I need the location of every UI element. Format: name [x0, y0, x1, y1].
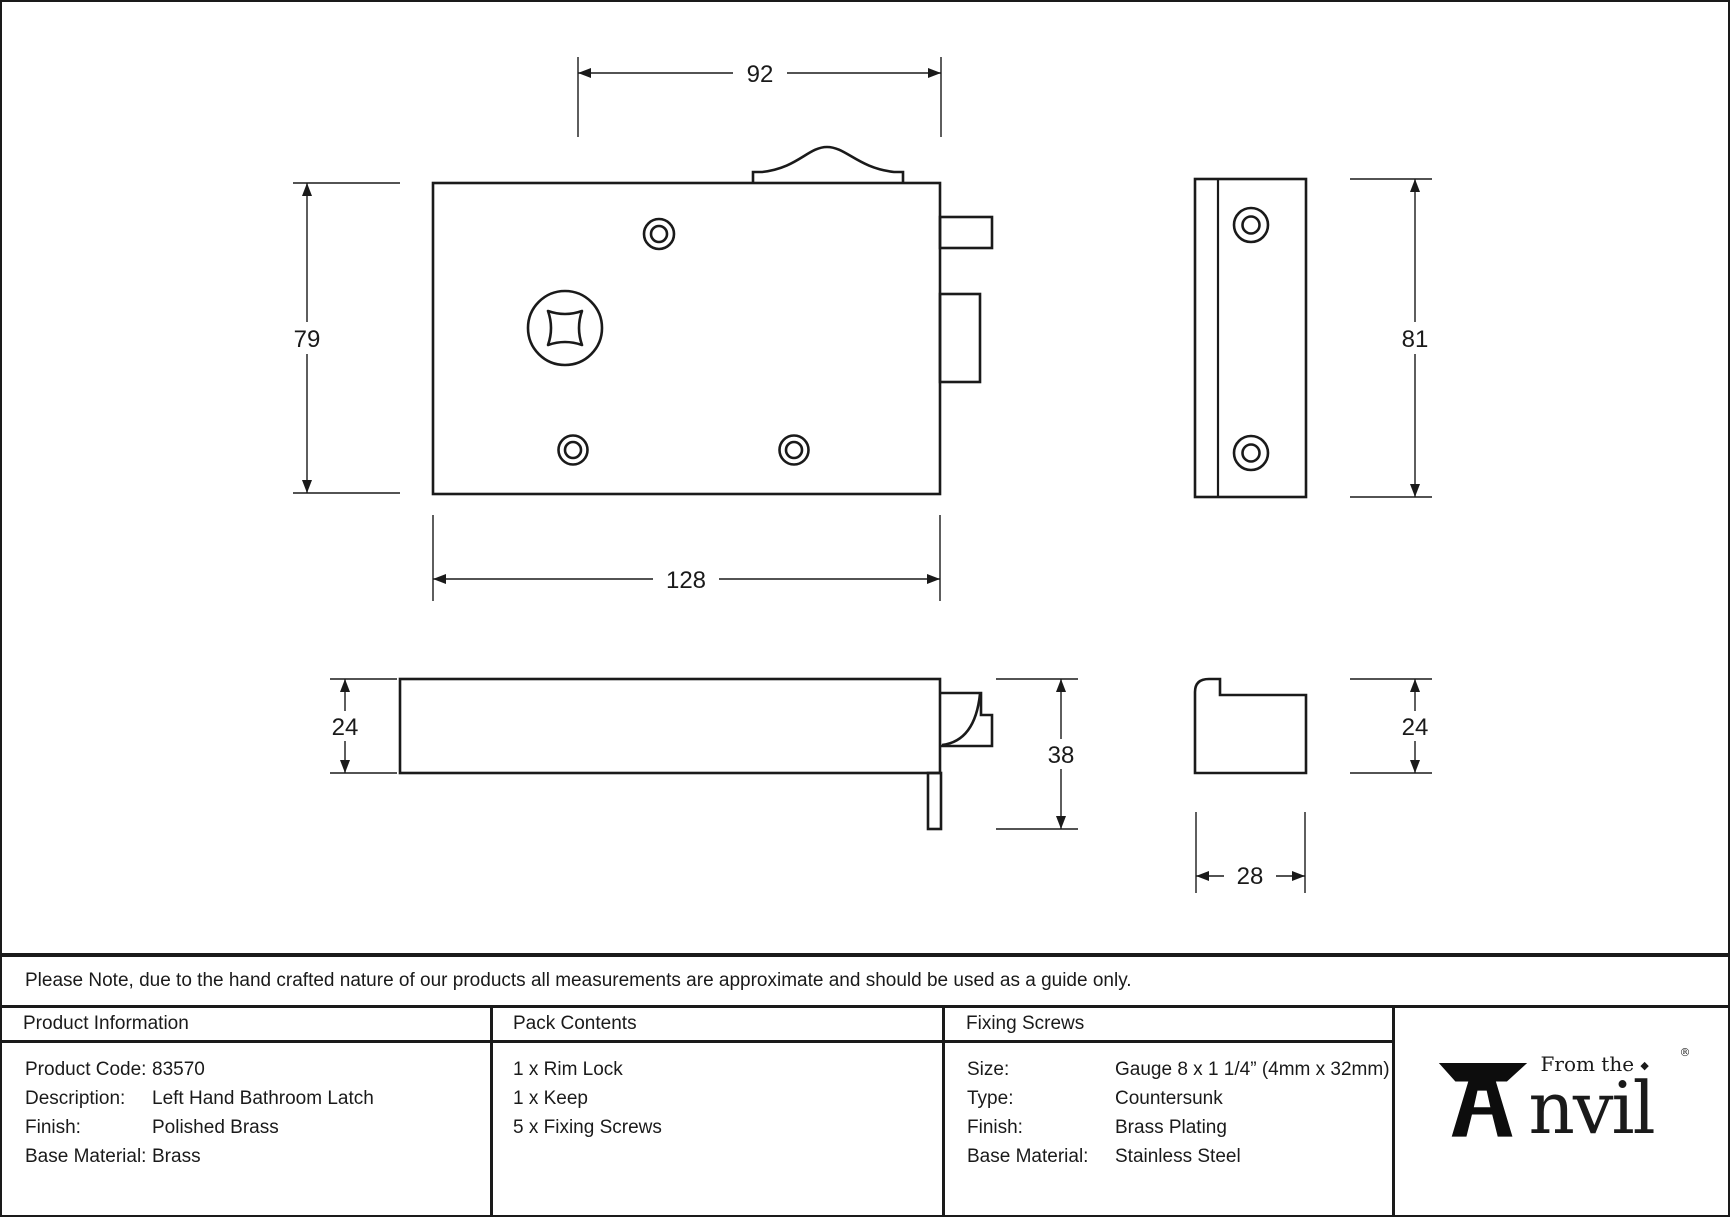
row-label: Finish: [25, 1117, 81, 1138]
logo-wordmark: nvil [1528, 1066, 1656, 1150]
screw-material-value: Stainless Steel [1115, 1146, 1241, 1167]
technical-drawing: 92 79 128 81 24 38 24 28 [286, 57, 1438, 893]
screw-type-value: Countersunk [1115, 1088, 1223, 1109]
keep-screw-hole-top [1232, 206, 1270, 244]
dimension-label-backgrounds [286, 58, 1438, 891]
logo-tagline-text: From the [1540, 1052, 1635, 1076]
product-code-value: 83570 [152, 1059, 205, 1080]
screw-size-value: Gauge 8 x 1 1/4” (4mm x 32mm) [1115, 1059, 1390, 1080]
screw-hole-bottom-left [557, 434, 589, 466]
diamond-icon: ◆ [1640, 1059, 1649, 1072]
snib-bolt [938, 215, 994, 250]
screw-hole-bottom-right [778, 434, 810, 466]
anvil-icon [1438, 1063, 1527, 1137]
finish-value: Polished Brass [152, 1117, 279, 1138]
from-the-anvil-logo: From the ◆ nvil ® [1437, 1046, 1691, 1160]
dim-92: 92 [747, 61, 774, 88]
fixing-screws-header: Fixing Screws [945, 1008, 1392, 1043]
measurement-disclaimer: Please Note, due to the hand crafted nat… [0, 953, 1730, 1008]
base-material-value: Brass [152, 1146, 201, 1167]
table-row: Finish: Brass Plating [945, 1113, 1392, 1142]
spec-table: Product Information Product Code: 83570 … [2, 1008, 1728, 1215]
dim-38: 38 [1048, 742, 1075, 769]
pack-contents-column: Pack Contents 1 x Rim Lock 1 x Keep 5 x … [493, 1008, 945, 1215]
row-label: Finish: [967, 1117, 1023, 1138]
row-label: Description: [25, 1088, 126, 1109]
row-label: Type: [967, 1088, 1014, 1109]
row-label: Base Material: [967, 1146, 1089, 1167]
list-item: 1 x Rim Lock [513, 1059, 623, 1080]
lock-flange-drop [926, 771, 943, 831]
pack-contents-header: Pack Contents [493, 1008, 942, 1043]
fixing-screws-column: Fixing Screws Size: Gauge 8 x 1 1/4” (4m… [945, 1008, 1395, 1215]
table-row: Base Material: Stainless Steel [945, 1142, 1392, 1171]
list-item: 5 x Fixing Screws [513, 1117, 662, 1138]
spindle-square-hole [546, 309, 584, 347]
lock-top-ornament [751, 145, 905, 183]
keep-profile [1193, 677, 1308, 775]
spindle-boss [526, 289, 604, 367]
logo-tagline: From the ◆ [1541, 1052, 1649, 1076]
latch-bolt-front [938, 292, 982, 384]
table-row: Finish: Polished Brass [2, 1113, 490, 1142]
list-item: 1 x Keep [513, 1088, 588, 1109]
keep-side-view [1193, 677, 1308, 775]
keep-front-view [1193, 177, 1308, 499]
dim-79: 79 [294, 326, 321, 353]
table-row: Size: Gauge 8 x 1 1/4” (4mm x 32mm) [945, 1055, 1392, 1084]
dim-24-keep: 24 [1402, 714, 1429, 741]
dim-128: 128 [666, 567, 706, 594]
table-row: Product Code: 83570 [2, 1055, 490, 1084]
row-label: Product Code: [25, 1059, 147, 1080]
keep-screw-hole-bottom [1232, 434, 1270, 472]
table-row: Base Material: Brass [2, 1142, 490, 1171]
dim-24-lock: 24 [332, 714, 359, 741]
row-label: Size: [967, 1059, 1010, 1080]
dim-28: 28 [1237, 863, 1264, 890]
lock-case-side [398, 677, 942, 775]
table-row: Type: Countersunk [945, 1084, 1392, 1113]
table-row: Description: Left Hand Bathroom Latch [2, 1084, 490, 1113]
product-information-header: Product Information [2, 1008, 490, 1043]
rim-lock-front-view [431, 145, 994, 496]
product-information-column: Product Information Product Code: 83570 … [2, 1008, 493, 1215]
disclaimer-text: Please Note, due to the hand crafted nat… [25, 970, 1132, 991]
lock-side-view [398, 677, 994, 831]
dim-81: 81 [1402, 326, 1429, 353]
screw-finish-value: Brass Plating [1115, 1117, 1227, 1138]
row-label: Base Material: [25, 1146, 147, 1167]
registered-trademark-icon: ® [1679, 1046, 1691, 1059]
description-value: Left Hand Bathroom Latch [152, 1088, 374, 1109]
keep-plate-outline [1193, 177, 1308, 499]
brand-column: From the ◆ nvil ® [1395, 1008, 1728, 1215]
latch-bolt-side [941, 691, 994, 748]
screw-hole-top [642, 217, 676, 251]
lock-case-outline [431, 181, 942, 496]
latch-bolt-curve [941, 693, 982, 747]
